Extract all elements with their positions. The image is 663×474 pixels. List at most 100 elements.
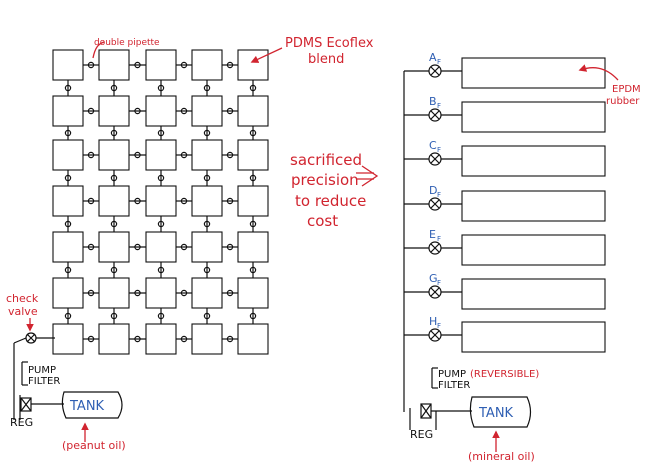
pipette-joint-icon xyxy=(64,84,72,92)
pipette-joint-icon xyxy=(226,289,234,297)
pipette-joint-icon xyxy=(203,312,211,320)
chamber-box xyxy=(237,139,269,171)
pipette-joint-icon xyxy=(157,84,165,92)
rubber-chamber xyxy=(461,278,606,310)
rubber-chamber xyxy=(461,190,606,222)
left-tank-icon xyxy=(61,391,123,419)
pipette-joint-icon xyxy=(226,197,234,205)
pipette-joint-icon xyxy=(249,84,257,92)
check-valve-annotation: check valve xyxy=(6,292,39,332)
chamber-box xyxy=(237,323,269,355)
pipette-joint-icon xyxy=(203,220,211,228)
left-filter-label: FILTER xyxy=(28,376,60,387)
chamber-label-sub: F xyxy=(437,279,441,287)
rubber-chamber xyxy=(461,234,606,266)
pipette-joint-icon xyxy=(157,129,165,137)
rubber-chamber xyxy=(461,145,606,177)
pipette-joint-icon xyxy=(226,107,234,115)
chamber-box xyxy=(52,49,84,81)
pipette-joint-icon xyxy=(87,335,95,343)
chamber-grid xyxy=(52,49,269,355)
pipette-joint-icon xyxy=(157,266,165,274)
pipette-joint-icon xyxy=(249,266,257,274)
right-filter-label: FILTER xyxy=(438,380,470,391)
pipette-joint-icon xyxy=(64,220,72,228)
chamber-box xyxy=(237,185,269,217)
chamber-box xyxy=(191,323,223,355)
pipette-joint-icon xyxy=(87,289,95,297)
chamber-box xyxy=(237,95,269,127)
pipette-joint-icon xyxy=(110,174,118,182)
chamber-label-sub: F xyxy=(437,191,441,199)
double-pipette-label: double pipette xyxy=(94,38,160,48)
pipette-joint-icon xyxy=(226,61,234,69)
pdms-label-line1: PDMS Ecoflex xyxy=(285,36,374,51)
note-line2: precision xyxy=(291,171,359,189)
pipette-joint-icon xyxy=(87,197,95,205)
pipette-joint-icon xyxy=(180,197,188,205)
rubber-chamber xyxy=(461,57,606,89)
right-tank-label: TANK xyxy=(478,406,514,421)
chamber-label-sub: F xyxy=(437,235,441,243)
pipette-joint-icon xyxy=(64,129,72,137)
tradeoff-note: sacrificed precision to reduce cost xyxy=(290,151,379,230)
pipette-joint-icon xyxy=(157,312,165,320)
pdms-label-line2: blend xyxy=(308,52,344,67)
pipette-joint-icon xyxy=(203,129,211,137)
chamber-label: B xyxy=(429,95,437,108)
pipette-joint-icon xyxy=(87,151,95,159)
right-fluid-label: (mineral oil) xyxy=(468,450,535,463)
left-fluid-label: (peanut oil) xyxy=(62,439,126,452)
chamber-box xyxy=(98,95,130,127)
pipette-joint-icon xyxy=(226,151,234,159)
chamber-box xyxy=(191,139,223,171)
chamber-label: C xyxy=(429,139,437,152)
pipette-joint-icon xyxy=(110,312,118,320)
pipette-joint-icon xyxy=(203,84,211,92)
left-feed-system: PUMP FILTER REG TANK (peanut oil) xyxy=(10,332,126,452)
pipette-joint-icon xyxy=(157,220,165,228)
chamber-box xyxy=(145,95,177,127)
pipette-joint-icon xyxy=(180,61,188,69)
chamber-box xyxy=(237,49,269,81)
chamber-label-sub: F xyxy=(437,58,441,66)
note-line4: cost xyxy=(307,212,338,230)
chamber-box xyxy=(98,231,130,263)
chamber-box xyxy=(191,49,223,81)
chamber-box xyxy=(191,185,223,217)
epdm-annotation: EPDM rubber xyxy=(578,64,641,107)
chamber-box xyxy=(52,277,84,309)
pipette-joint-icon xyxy=(110,84,118,92)
right-tank-icon xyxy=(469,396,532,428)
check-valve-label-line1: check xyxy=(6,292,39,305)
pipette-joint-icon xyxy=(134,107,141,115)
chamber-box xyxy=(98,277,130,309)
pipette-joint-icon xyxy=(110,266,118,274)
pipette-joint-icon xyxy=(180,151,188,159)
chamber-box xyxy=(145,323,177,355)
chamber-box xyxy=(191,277,223,309)
chamber-label: A xyxy=(429,51,437,64)
pipette-joint-icon xyxy=(64,266,72,274)
pipette-joint-icon xyxy=(226,243,234,251)
rubber-chamber xyxy=(461,101,606,133)
check-valve-label-line2: valve xyxy=(8,305,38,318)
pipette-joint-icon xyxy=(180,107,188,115)
note-line3: to reduce xyxy=(295,192,366,210)
double-pipette-annotation: double pipette xyxy=(92,38,160,59)
chamber-box xyxy=(237,277,269,309)
chamber-label: H xyxy=(429,315,437,328)
chamber-box xyxy=(145,49,177,81)
chamber-label-sub: F xyxy=(437,146,441,154)
pipette-joint-icon xyxy=(134,197,141,205)
chamber-box xyxy=(145,277,177,309)
chamber-box xyxy=(98,323,130,355)
pipette-joint-icon xyxy=(203,174,211,182)
chamber-box xyxy=(145,231,177,263)
pipette-joint-icon xyxy=(87,107,95,115)
chamber-box xyxy=(52,185,84,217)
pipette-joint-icon xyxy=(249,220,257,228)
pipette-joint-icon xyxy=(180,335,188,343)
